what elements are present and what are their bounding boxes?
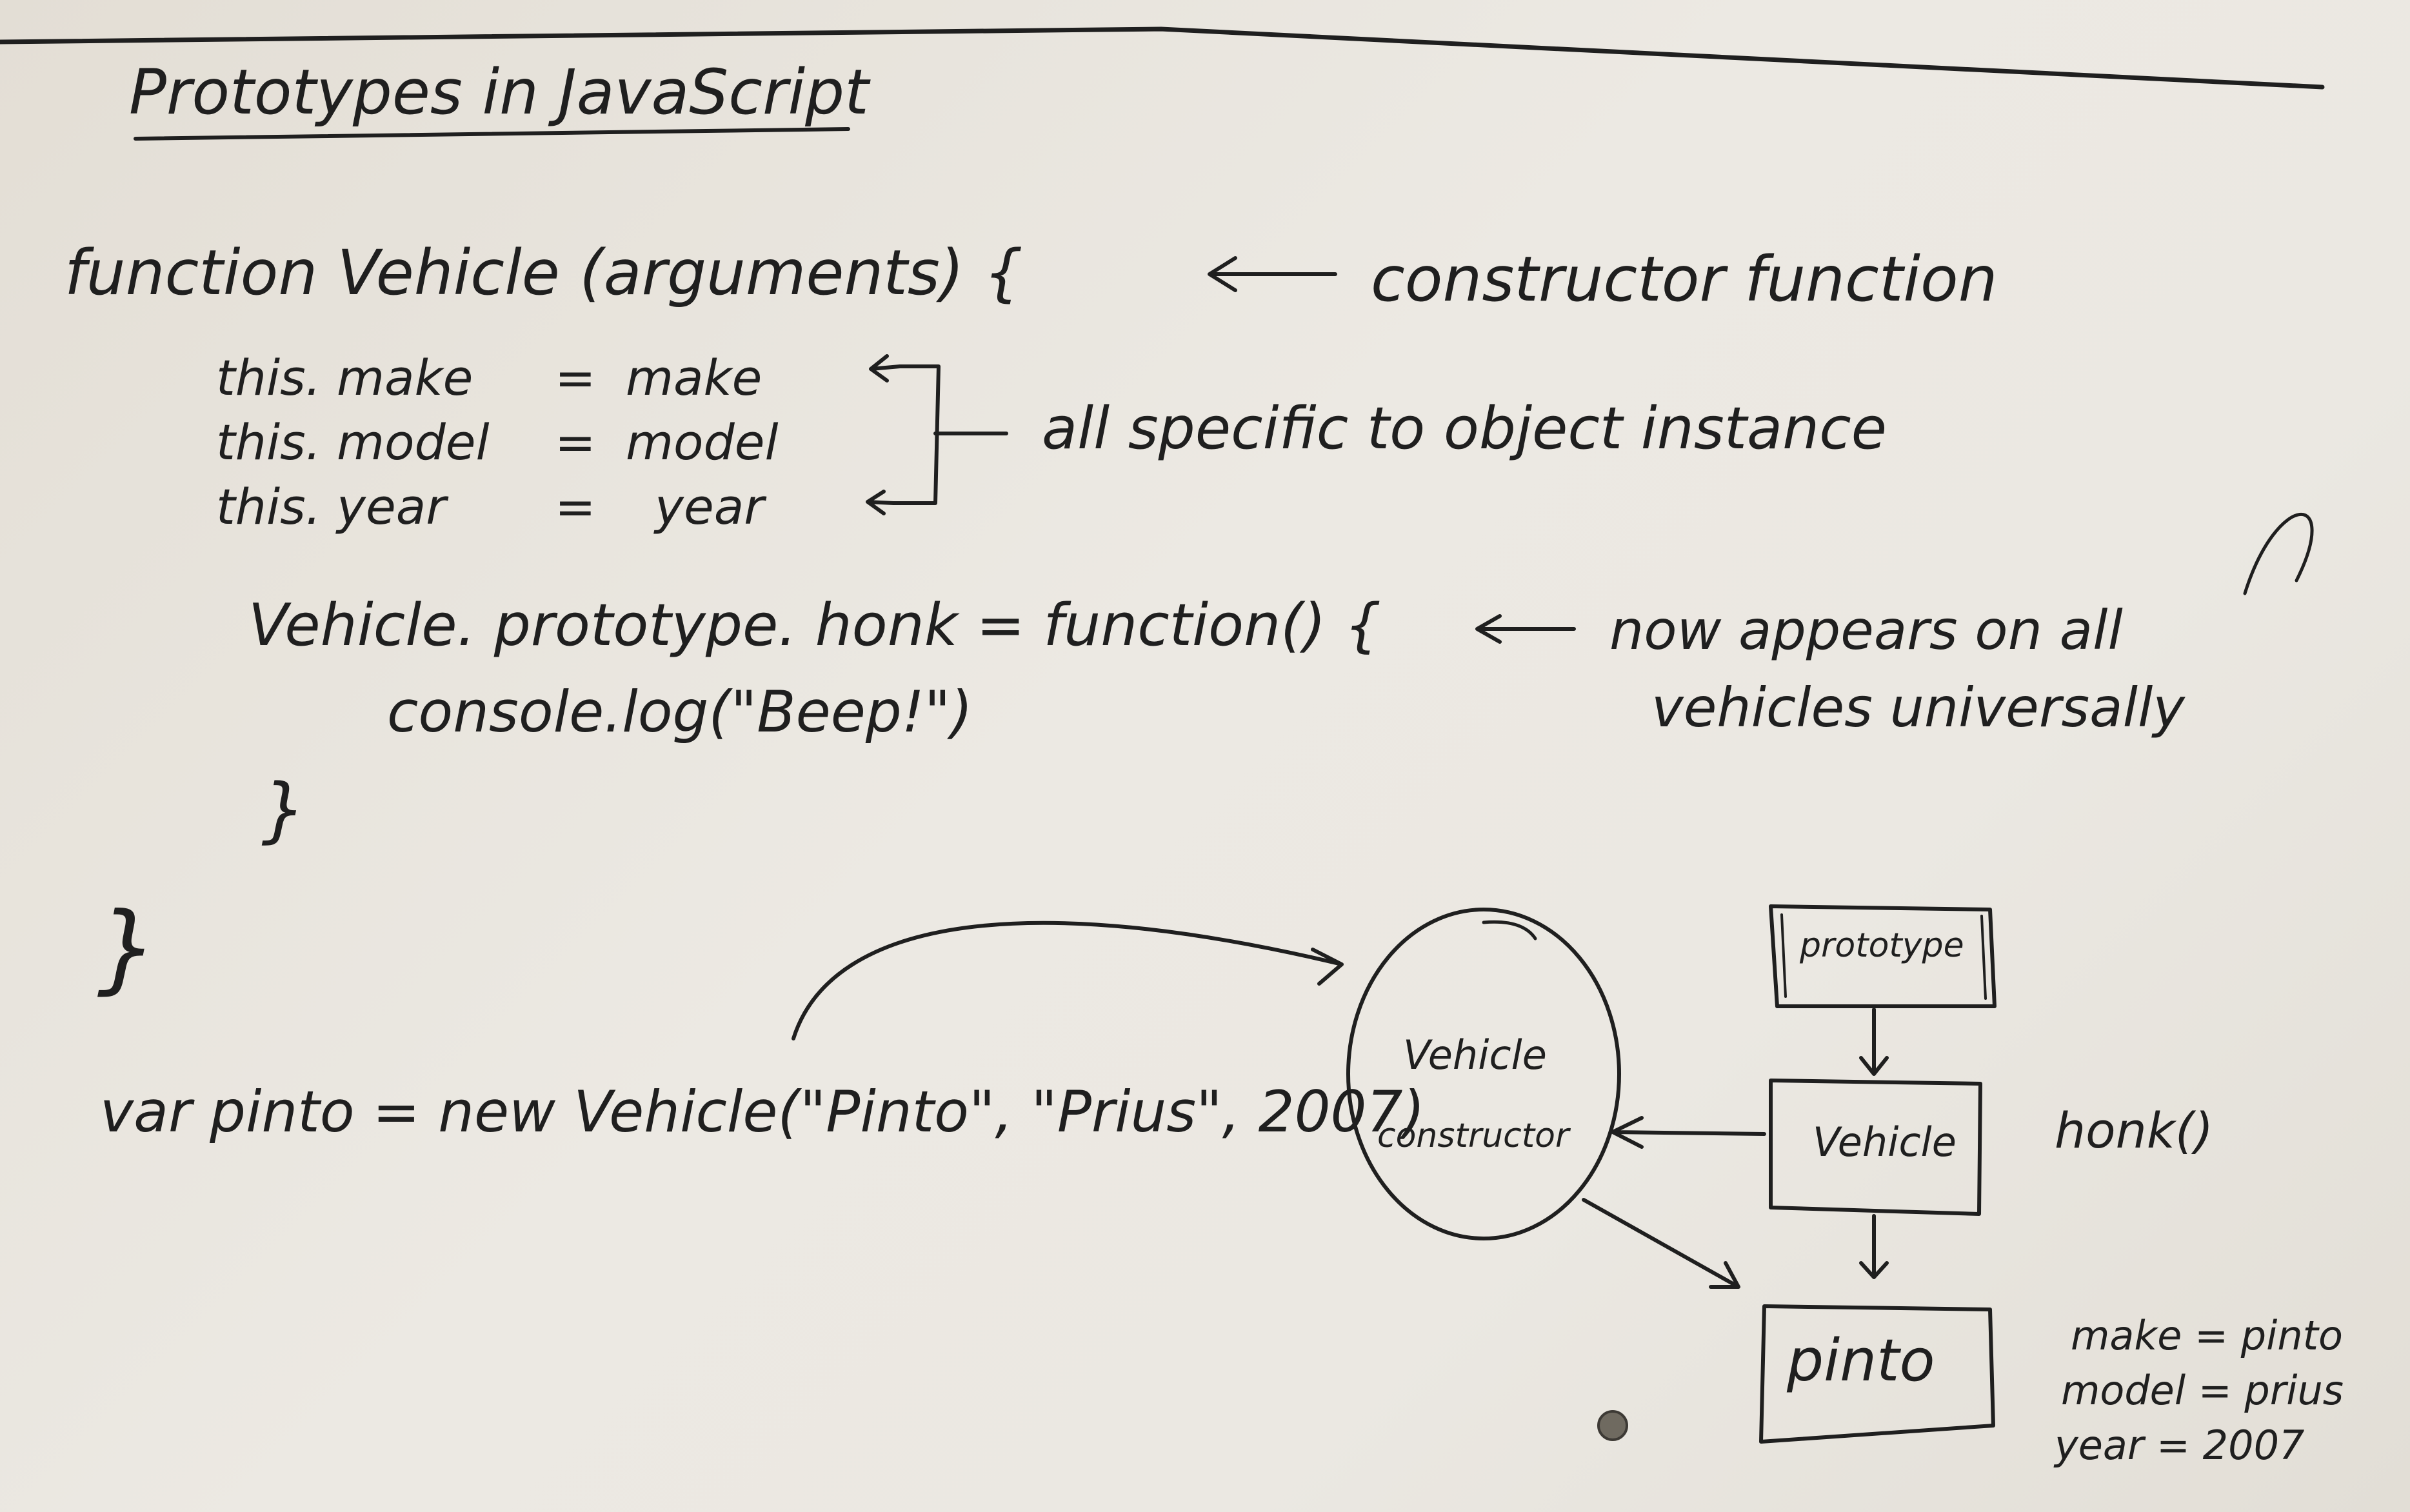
this-make-left: this. make [216,349,473,406]
title-underline [134,127,850,141]
pinto-prop-year: year = 2007 [2055,1422,2305,1469]
bracket-arrow-bottom [866,490,895,515]
board-screw [1597,1410,1628,1441]
this-make-right: make [626,349,762,406]
pinto-prop-model: model = prius [2061,1367,2344,1414]
this-year-left: this. year [216,478,446,535]
prototype-arrow [1475,614,1576,644]
prototype-box-inner-edge [1780,913,1987,1000]
vehicle-to-pinto-arrow [1859,1214,1889,1279]
this-year-eq: = [555,478,596,535]
constructor-note: constructor function [1371,243,1998,315]
this-make-eq: = [555,349,596,406]
pinto-box-outline [1759,1304,1995,1444]
prototype-method-line: Vehicle. prototype. honk = function() { [248,592,1382,659]
prototype-to-vehicle-arrow [1859,1008,1889,1076]
this-year-right: year [655,478,764,535]
honk-method-label: honk() [2055,1102,2214,1159]
faint-marker-smudge [2243,512,2314,595]
outer-closing-brace: } [97,892,159,1004]
inner-closing-brace: } [261,768,306,851]
vehicle-box-label: Vehicle [1813,1119,1957,1166]
constructor-circle [1346,908,1621,1240]
constructor-arrow [1208,256,1337,292]
instance-note: all specific to object instance [1042,395,1887,463]
instance-bracket [891,364,1008,505]
new-call-arrow [792,920,1344,1040]
board-top-edge-line [0,26,2325,90]
vehicle-to-constructor-arrow [1611,1116,1766,1149]
board-title: Prototypes in JavaScript [129,56,869,128]
circle-label-vehicle: Vehicle [1403,1031,1547,1079]
circle-label-constructor: constructor [1377,1117,1569,1155]
pinto-prop-make: make = pinto [2071,1312,2343,1359]
this-model-left: this. model [216,413,490,471]
proto-note-line1: now appears on all [1609,599,2123,662]
proto-note-line2: vehicles universally [1651,676,2185,739]
instantiation-line: var pinto = new Vehicle("Pinto", "Prius"… [100,1079,1425,1145]
constructor-to-pinto-arrow [1582,1198,1740,1289]
vehicle-box-outline [1769,1079,1982,1216]
this-model-eq: = [555,413,596,471]
constructor-signature: function Vehicle (arguments) { [65,237,1023,309]
pinto-box-label: pinto [1787,1327,1935,1395]
console-log-line: console.log("Beep!") [387,679,973,745]
prototype-box-label: prototype [1800,926,1964,965]
prototype-box-outline [1769,904,1997,1008]
bracket-arrow-top [869,354,902,383]
circle-overlap-stroke [1482,920,1537,940]
this-model-right: model [626,413,779,471]
